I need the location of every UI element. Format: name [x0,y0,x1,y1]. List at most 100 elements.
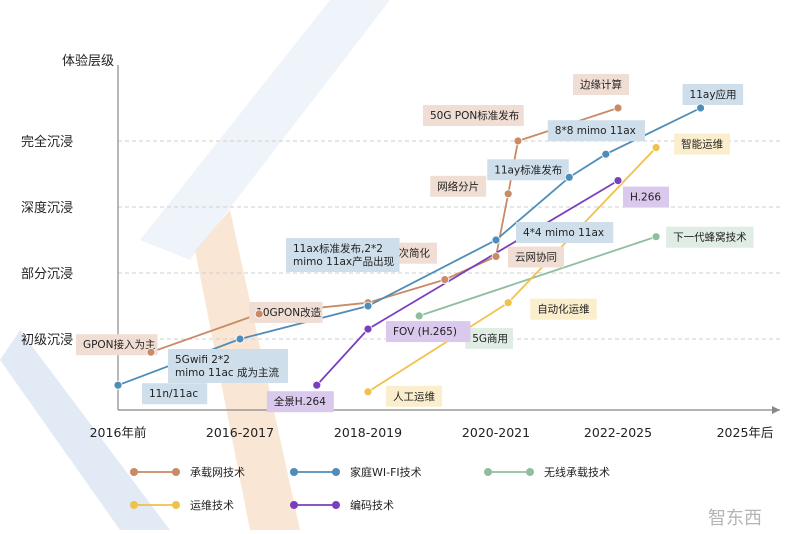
data-point [363,324,373,334]
legend-marker [290,468,298,476]
data-point [613,176,623,186]
data-point [146,347,156,357]
data-label: 11ay应用 [690,88,737,101]
data-label-box [666,226,754,248]
data-point [513,136,523,146]
y-tick-label: 部分沉浸 [21,267,73,282]
data-point [113,380,123,390]
y-tick-label: 深度沉浸 [21,200,73,216]
legend-entry: 运维技术 [190,499,234,512]
data-label-box [386,385,442,407]
x-tick-label: 2022-2025 [584,425,652,440]
data-point [363,387,373,397]
data-label-box [386,321,471,343]
data-point [235,334,245,344]
data-label: GPON接入为主 [83,338,156,351]
data-label: 11n/11ac [149,388,198,400]
legend-entry: 无线承载技术 [544,465,610,479]
series-line [418,235,657,317]
y-tick-label: 初级沉浸 [21,333,73,348]
data-label-box [547,120,645,142]
data-label: 智能运维 [681,138,723,151]
data-label-box [623,186,669,208]
data-label-box [75,334,158,356]
data-point [696,103,705,113]
legend-marker [332,468,340,476]
data-label-box [573,74,629,95]
x-tick-label: 2025年后 [717,425,774,440]
data-label-box [682,84,744,105]
data-label-box [266,391,334,413]
data-label: 50G PON标准发布 [430,109,519,122]
data-label-box [516,222,614,243]
data-point [503,189,513,199]
data-label: 人工运维 [393,390,435,403]
data-point [651,143,661,153]
data-label: 10GPON改造 [256,306,321,319]
data-point [254,309,264,319]
data-point [363,301,373,311]
legend-marker [484,468,492,476]
x-tick-label: 2020-2021 [462,425,530,440]
legend-marker [172,501,180,509]
legend-marker [172,468,180,476]
data-label: 自动化运维 [537,303,590,316]
data-label: FOV (H.265) [393,326,457,338]
data-label-box [508,246,564,268]
data-point [414,311,424,321]
data-label: 11ay标准发布 [494,163,562,176]
data-point [503,298,513,308]
data-point [613,103,623,113]
legend-marker [130,468,138,476]
data-point [491,235,501,245]
series-line [316,179,619,386]
legend-entry: 承载网技术 [190,466,245,479]
data-label-box [430,175,487,197]
data-label: 4*4 mimo 11ax [523,227,604,239]
data-label-box [487,159,569,181]
data-label: H.266 [630,192,661,204]
decor-stripe-blue [0,330,170,530]
watermark-logo: 智东西 [708,508,762,529]
data-point [564,172,574,182]
x-tick-label: 2016-2017 [206,425,274,440]
data-label: mimo 11ac 成为主流 [175,366,280,379]
data-point [491,252,501,261]
data-label: 全景H.264 [274,395,326,408]
data-label-box [168,349,288,383]
data-point [440,275,450,285]
data-label: 8*8 mimo 11ax [555,125,636,137]
legend-marker [332,501,340,509]
data-label: 11ax标准发布,2*2 [293,242,383,255]
x-tick-label: 2016年前 [90,425,147,440]
data-label-box [142,383,208,405]
data-point [312,380,322,390]
data-label-box [422,105,524,126]
data-label: 下一代蜂窝技术 [673,231,747,244]
legend-marker [526,468,534,476]
data-point [601,149,611,159]
legend-marker [290,501,298,509]
data-label: 5Gwifi 2*2 [175,354,230,366]
data-point [651,232,661,242]
legend-entry: 编码技术 [350,498,394,512]
data-label-box [530,298,597,320]
data-label: mimo 11ax产品出现 [293,255,395,268]
data-label: 5G商用 [472,332,508,345]
x-axis-arrow [772,406,780,414]
legend-entry: 家庭WI-FI技术 [350,465,422,479]
data-label-box [286,238,400,272]
data-label: 边缘计算 [580,78,622,91]
decor-stripe-light [140,0,390,260]
data-label-box [249,301,323,323]
y-tick-label: 完全沉浸 [21,134,73,150]
x-tick-label: 2018-2019 [334,425,402,440]
legend-marker [130,501,138,509]
data-label: 网络分片 [437,180,479,193]
data-label: 云网协同 [515,251,557,264]
y-axis-title: 体验层级 [62,53,114,69]
data-label-box [465,327,513,349]
data-label-box [674,133,731,155]
